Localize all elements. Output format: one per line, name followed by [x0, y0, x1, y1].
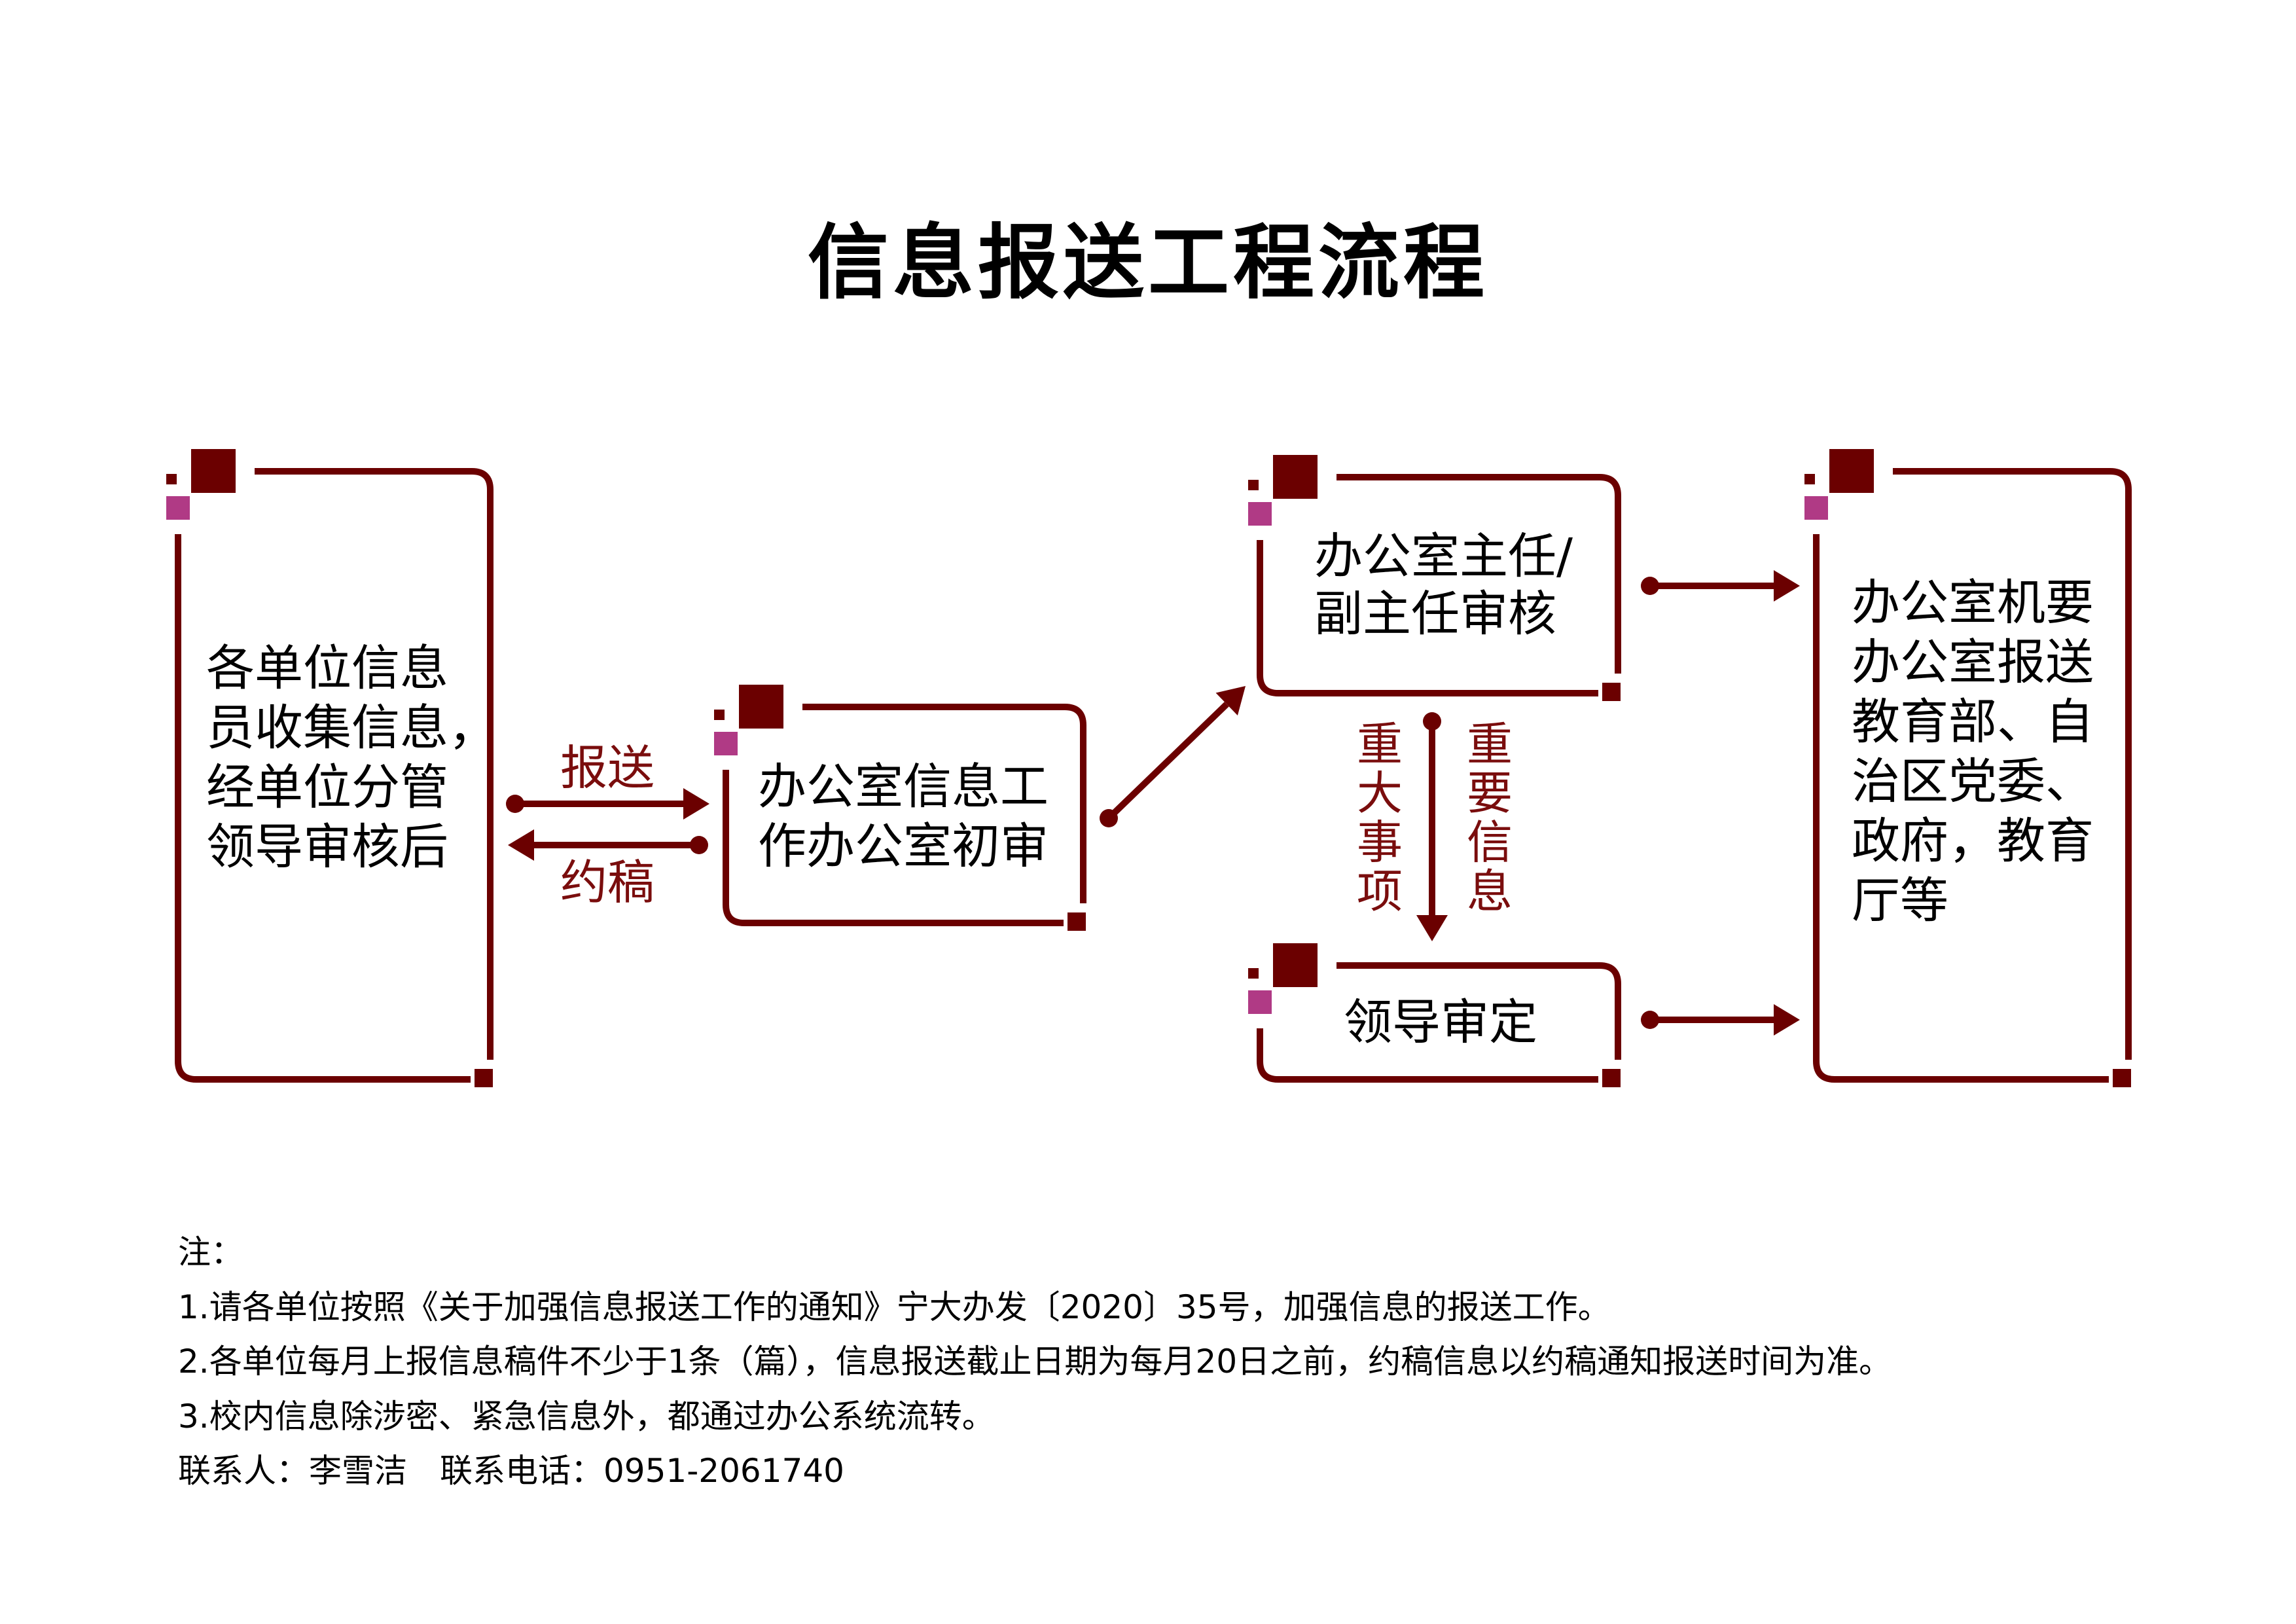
box-units-corner-square-large [191, 449, 236, 493]
note-item: 2.各单位每月上报信息稿件不少于1条（篇），信息报送截止日期为每月20日之前，约… [178, 1343, 1892, 1380]
box-director-text: 办公室主任/ 副主任审核 [1314, 528, 1573, 643]
text-line: 领导审定 [1344, 994, 1537, 1051]
arrow-submit-tail-dot [506, 795, 524, 813]
label-major-matters: 重大事项 [1357, 717, 1403, 918]
arrow-leader-to-destination-arrowhead [1774, 1004, 1800, 1036]
label-request: 约稿 [560, 855, 655, 910]
box-destination-frame-bottom-left [1813, 534, 2109, 1083]
text-line: 政府，教育 [1852, 813, 2094, 869]
box-director-frame-bottom-left [1257, 540, 1598, 696]
arrow-to-director-arrowhead [1215, 686, 1246, 716]
arrow-director-to-destination-arrowhead [1774, 570, 1800, 602]
arrow-to-leader-arrowhead [1416, 915, 1448, 941]
notes: 注： 1.请各单位按照《关于加强信息报送工作的通知》宁大办发〔2020〕35号，… [178, 1225, 1892, 1499]
box-units-text: 各单位信息 员收集信息， 经单位分管 领导审核后 [206, 639, 497, 877]
box-destination-corner-square-small [1804, 474, 1815, 484]
box-destination-corner-square-pink [1804, 496, 1828, 520]
box-office-initial-corner-square-large [739, 685, 783, 729]
arrow-request-arrowhead [508, 829, 534, 861]
box-leader-frame-bottom-left [1257, 1028, 1598, 1083]
box-destination-end-square [2113, 1069, 2131, 1087]
box-units-corner-square-small [166, 474, 177, 484]
box-leader-corner-square-pink [1248, 990, 1272, 1014]
box-leader-corner-square-small [1248, 968, 1259, 979]
box-units-frame-bottom-left [175, 534, 471, 1083]
box-director-frame-top-right [1336, 474, 1621, 674]
box-leader-corner-square-large [1273, 943, 1318, 987]
text-line: 作办公室初审 [758, 818, 1049, 875]
arrow-director-to-destination-tail-dot [1641, 577, 1659, 595]
box-office-initial-end-square [1067, 912, 1086, 931]
box-leader-end-square [1602, 1069, 1621, 1087]
box-office-initial-frame-top-right [802, 704, 1086, 903]
box-director-end-square [1602, 683, 1621, 701]
box-units-corner-square-pink [166, 496, 190, 520]
arrow-submit-arrowhead [683, 788, 709, 820]
arrow-leader-to-destination-tail-dot [1641, 1011, 1659, 1029]
note-item: 1.请各单位按照《关于加强信息报送工作的通知》宁大办发〔2020〕35号，加强信… [178, 1288, 1611, 1326]
note-item: 3.校内信息除涉密、紧急信息外，都通过办公系统流转。 [178, 1397, 995, 1435]
label-important-info: 重要信息 [1467, 717, 1513, 918]
arrow-request-tail-dot [690, 836, 708, 854]
box-leader-frame-top-right [1336, 962, 1621, 1060]
text-line: 员收集信息， [206, 700, 497, 756]
text-line: 领导审核后 [206, 819, 448, 875]
text-line: 办公室信息工 [758, 759, 1049, 815]
box-director-corner-square-pink [1248, 502, 1272, 526]
box-director-corner-square-small [1248, 480, 1259, 490]
text-line: 治区党委、 [1852, 753, 2094, 810]
text-line: 厅等 [1852, 873, 1948, 929]
box-office-initial-frame-bottom-left [723, 770, 1064, 926]
text-line: 办公室报送 [1852, 634, 2094, 691]
box-units-frame-top-right [255, 468, 493, 1060]
box-destination-frame-top-right [1893, 468, 2132, 1060]
text-line: 办公室机要 [1852, 575, 2094, 631]
text-line: 副主任审核 [1314, 586, 1556, 642]
arrow-to-leader-tail-dot [1423, 712, 1441, 731]
box-destination-text: 办公室机要 办公室报送 教育部、自 治区党委、 政府，教育 厅等 [1852, 573, 2094, 931]
box-units-end-square [475, 1069, 493, 1087]
box-office-initial-corner-square-small [714, 710, 725, 720]
arrow-to-director-line [1106, 702, 1229, 821]
box-destination-corner-square-large [1829, 449, 1874, 493]
text-line: 各单位信息 [206, 640, 448, 696]
arrow-to-director-tail-dot [1100, 809, 1118, 827]
box-office-initial-text: 办公室信息工 作办公室初审 [758, 757, 1049, 876]
text-line: 教育部、自 [1852, 694, 2094, 750]
box-leader-text: 领导审定 [1344, 993, 1537, 1053]
text-line: 办公室主任/ [1314, 528, 1573, 585]
text-line: 经单位分管 [206, 759, 448, 816]
page-title: 信息报送工程流程 [807, 216, 1488, 310]
contact-info: 联系人：李雪洁 联系电话：0951-2061740 [178, 1452, 844, 1490]
notes-heading: 注： [178, 1233, 243, 1271]
box-director-corner-square-large [1273, 455, 1318, 499]
box-office-initial-corner-square-pink [714, 732, 738, 755]
label-submit: 报送 [560, 740, 655, 795]
